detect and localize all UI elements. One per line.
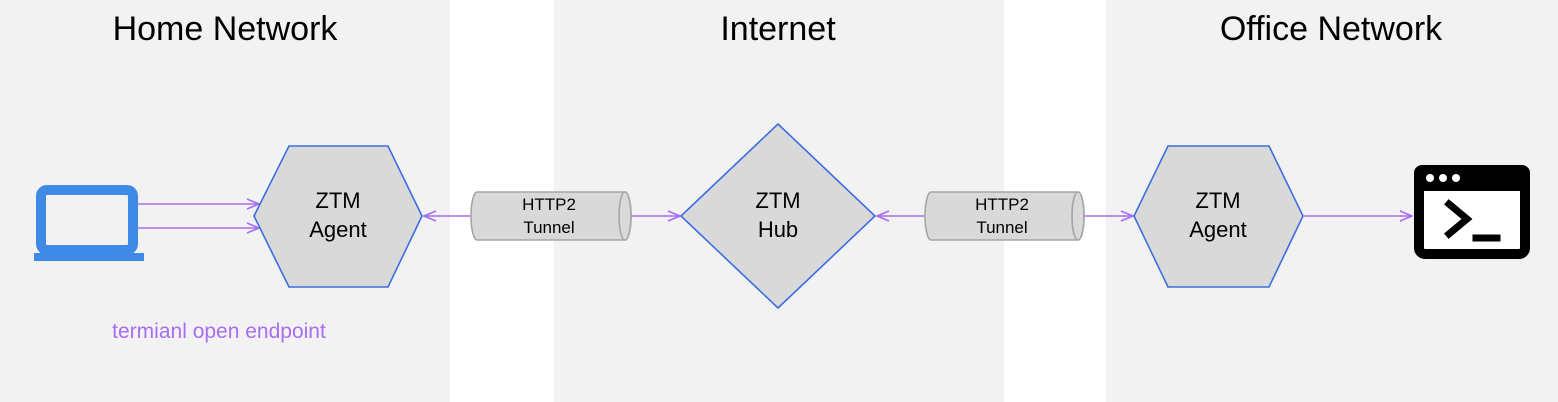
internet-title: Internet xyxy=(720,10,836,48)
hub-label-line2: Hub xyxy=(758,217,798,242)
hub-label-line1: ZTM xyxy=(755,188,800,213)
office-network-title: Office Network xyxy=(1220,10,1443,48)
home-agent-label-line2: Agent xyxy=(309,217,367,242)
laptop-icon xyxy=(34,185,144,261)
right-tunnel-label-line2: Tunnel xyxy=(976,218,1027,237)
right-tunnel-label-line1: HTTP2 xyxy=(975,195,1029,214)
ztm-hub: ZTM Hub xyxy=(679,122,877,310)
left-tunnel-label-line1: HTTP2 xyxy=(522,195,576,214)
left-tunnel-label-line2: Tunnel xyxy=(523,218,574,237)
right-http2-tunnel: HTTP2 Tunnel xyxy=(924,191,1085,241)
office-ztm-agent: ZTM Agent xyxy=(1133,145,1304,288)
office-agent-label-line2: Agent xyxy=(1189,217,1247,242)
home-ztm-agent: ZTM Agent xyxy=(253,145,423,288)
terminal-icon xyxy=(1414,165,1530,259)
home-network-title: Home Network xyxy=(113,10,339,48)
office-agent-label-line1: ZTM xyxy=(1195,188,1240,213)
home-agent-label-line1: ZTM xyxy=(315,188,360,213)
laptop-caption: termianl open endpoint xyxy=(112,320,326,343)
left-http2-tunnel: HTTP2 Tunnel xyxy=(470,191,632,241)
